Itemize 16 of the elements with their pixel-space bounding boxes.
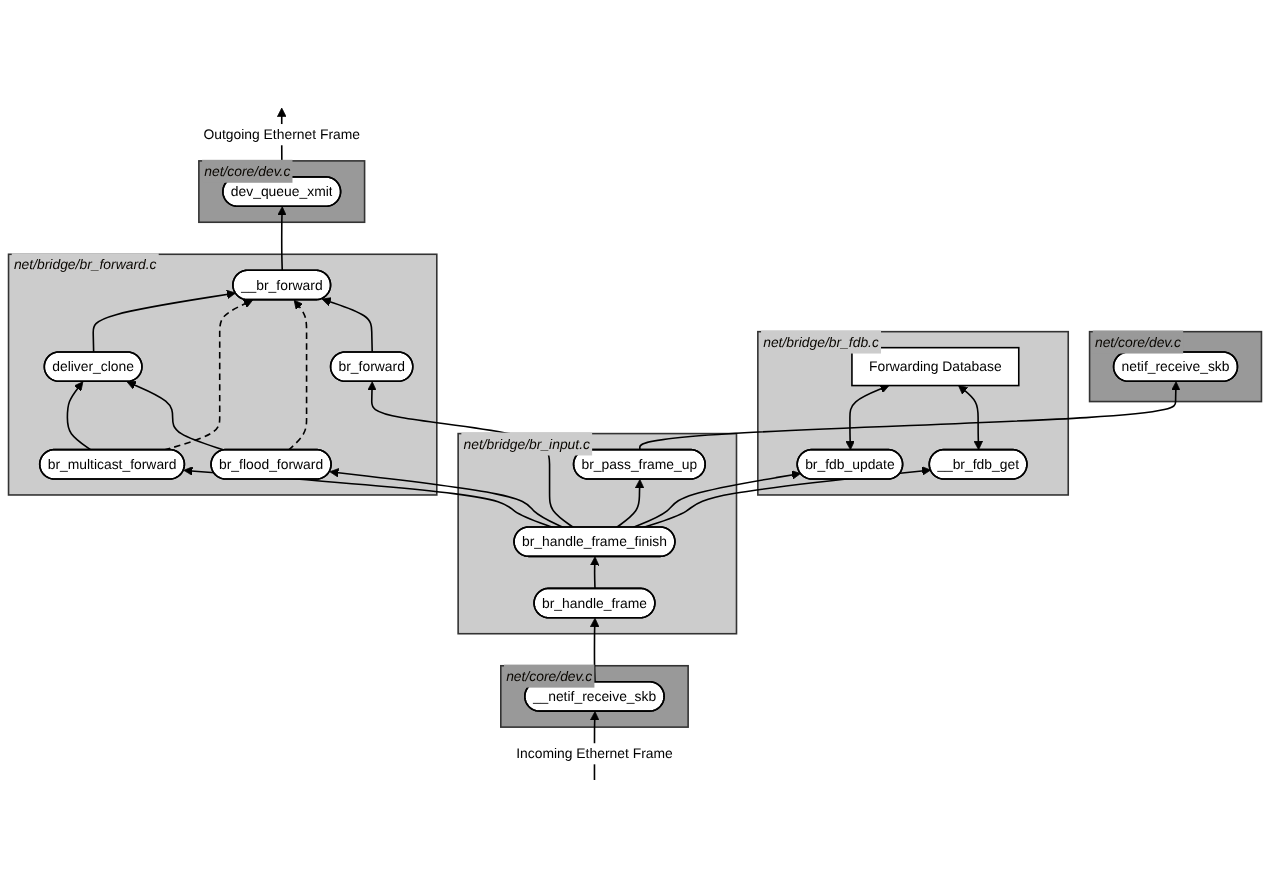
arrow [632,470,801,529]
arrow [277,206,287,272]
arrow [163,299,254,451]
arrow [590,556,600,590]
arrow [92,289,236,354]
arrow [639,381,1181,451]
arrow [845,384,890,451]
arrow [126,380,226,452]
arrow [642,466,932,529]
arrow [183,466,554,529]
arrow [287,299,308,451]
arrow [329,468,565,529]
arrow [958,385,984,451]
arrow [321,297,374,354]
arrow [66,381,92,451]
arrow [615,479,645,529]
